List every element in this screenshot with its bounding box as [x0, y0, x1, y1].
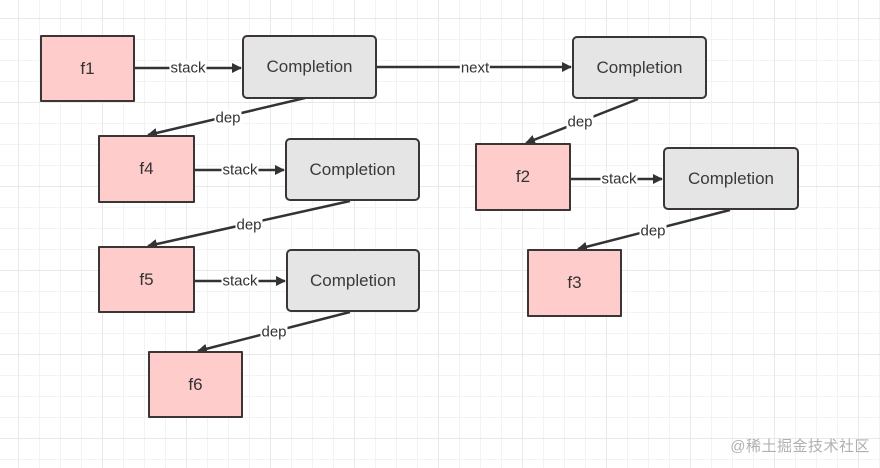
- node-label: f3: [567, 273, 582, 292]
- node-completion-4[interactable]: Completion: [663, 147, 799, 210]
- edge-label-dep: dep: [214, 109, 242, 127]
- node-completion-2[interactable]: Completion: [572, 36, 707, 99]
- node-completion-1[interactable]: Completion: [242, 35, 377, 99]
- edge-label-stack: stack: [169, 59, 207, 77]
- node-f5[interactable]: f5: [98, 246, 195, 313]
- edge-label-dep: dep: [639, 222, 667, 240]
- edge-label-dep: dep: [260, 323, 288, 341]
- edge-label-stack: stack: [221, 161, 259, 179]
- node-label: f1: [80, 58, 95, 78]
- node-label: Completion: [309, 159, 396, 179]
- node-f4[interactable]: f4: [98, 135, 195, 203]
- node-label: f4: [139, 159, 154, 178]
- node-label: Completion: [266, 57, 353, 76]
- node-label: f6: [188, 374, 203, 394]
- node-completion-3[interactable]: Completion: [285, 138, 420, 201]
- node-label: Completion: [596, 57, 683, 77]
- node-f2[interactable]: f2: [475, 143, 571, 211]
- node-f1[interactable]: f1: [40, 35, 135, 102]
- edge-label-dep: dep: [566, 113, 594, 131]
- node-label: f5: [139, 269, 154, 289]
- node-label: Completion: [310, 270, 396, 290]
- edge-label-stack: stack: [221, 272, 259, 290]
- edge-label-dep: dep: [235, 216, 263, 234]
- node-f3[interactable]: f3: [527, 249, 622, 317]
- node-f6[interactable]: f6: [148, 351, 243, 418]
- edge-label-next: next: [459, 59, 491, 77]
- watermark: @稀土掘金技术社区: [730, 438, 870, 455]
- edge-label-stack: stack: [600, 170, 638, 188]
- node-completion-5[interactable]: Completion: [286, 249, 420, 312]
- node-label: Completion: [688, 168, 774, 188]
- node-label: f2: [515, 167, 531, 186]
